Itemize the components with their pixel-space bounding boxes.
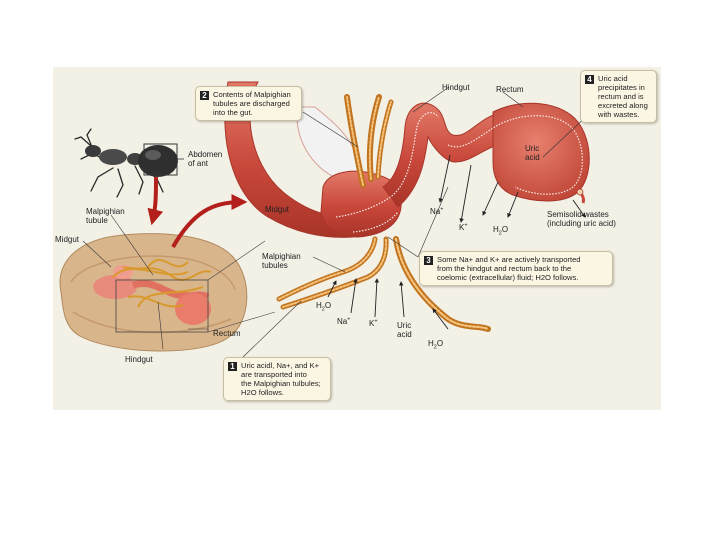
label-k-tubule: K+ [369,319,378,328]
gut-illustration [224,81,590,238]
label-h2o-rectum: H2O [493,225,509,237]
diagram-panel: Abdomen of ant Malpighian tubule Midgut … [53,67,661,410]
callout-text: Uric acid precipitates in rectum and is … [598,74,648,119]
label-h2o-tubule: H2O [316,301,332,313]
abdomen-inset [59,194,276,352]
label-uric-acid-rectum-text: Uric acid [525,144,540,162]
plus-sup: + [464,222,468,229]
label-hindgut: Hindgut [442,83,470,92]
leader-lines [242,86,589,358]
h-text: H [316,301,322,310]
transport-arrows [327,154,586,330]
k-text: K [369,319,375,328]
plus-sup: + [374,318,378,325]
label-na-hindgut: Na+ [430,207,443,216]
label-malpighian-tubules: Malpighian tubules [262,252,301,270]
callout-1: 1 Uric acidl, Na+, and K+ are transporte… [223,357,331,401]
malpighian-tubules [276,94,491,332]
k-text: K [459,223,465,232]
label-midgut-small: Midgut [55,235,80,244]
label-semisolid-wastes: Semisolid wastes (including uric acid) [547,210,616,228]
na-text: Na [337,317,348,326]
callout-text: Some Na+ and K+ are actively transported… [437,255,581,282]
label-uric-acid-tubule: Uric acid [397,321,412,339]
sub-2: 2 [321,306,325,313]
o-text: O [501,225,509,234]
callout-text: Contents of Malpighian tubules are disch… [213,90,291,117]
callout-number: 1 [228,362,237,371]
callout-text: Uric acidl, Na+, and K+ are transported … [241,361,321,397]
plus-sup: + [347,316,351,323]
label-h2o-tubule-end: H2O [428,339,444,351]
ant-illustration [74,128,184,226]
o-text: O [436,339,444,348]
label-malpighian-tubule-small-text: Malpighian tubule [86,207,125,225]
excretion-diagram [59,81,590,358]
callout-2: 2 Contents of Malpighian tubules are dis… [195,86,302,121]
label-abdomen: Abdomen of ant [188,150,222,168]
plus-sup: + [440,206,444,213]
h-text: H [493,225,499,234]
label-hindgut-small: Hindgut [125,355,153,364]
label-rectum-small: Rectum [213,329,241,338]
callout-number: 2 [200,91,209,100]
label-k-hindgut: K+ [459,223,468,232]
callout-number: 3 [424,256,433,265]
label-uric-acid-tubule-text: Uric acid [397,321,412,339]
callout-number: 4 [585,75,594,84]
sub-2: 2 [498,230,502,237]
na-text: Na [430,207,441,216]
callout-4: 4 Uric acid precipitates in rectum and i… [580,70,657,123]
label-na-tubule: Na+ [337,317,350,326]
o-text: O [324,301,332,310]
label-midgut: Midgut [265,205,290,214]
label-semisolid-wastes-text: Semisolid wastes (including uric acid) [547,210,616,228]
h-text: H [428,339,434,348]
label-uric-acid-rectum: Uric acid [525,144,540,162]
label-abdomen-text: Abdomen of ant [188,150,223,168]
label-rectum: Rectum [496,85,524,94]
sub-2: 2 [433,344,437,351]
label-malpighian-tubule-small: Malpighian tubule [86,207,125,225]
label-malpighian-tubules-text: Malpighian tubules [262,252,301,270]
callout-3: 3 Some Na+ and K+ are actively transport… [419,251,613,286]
